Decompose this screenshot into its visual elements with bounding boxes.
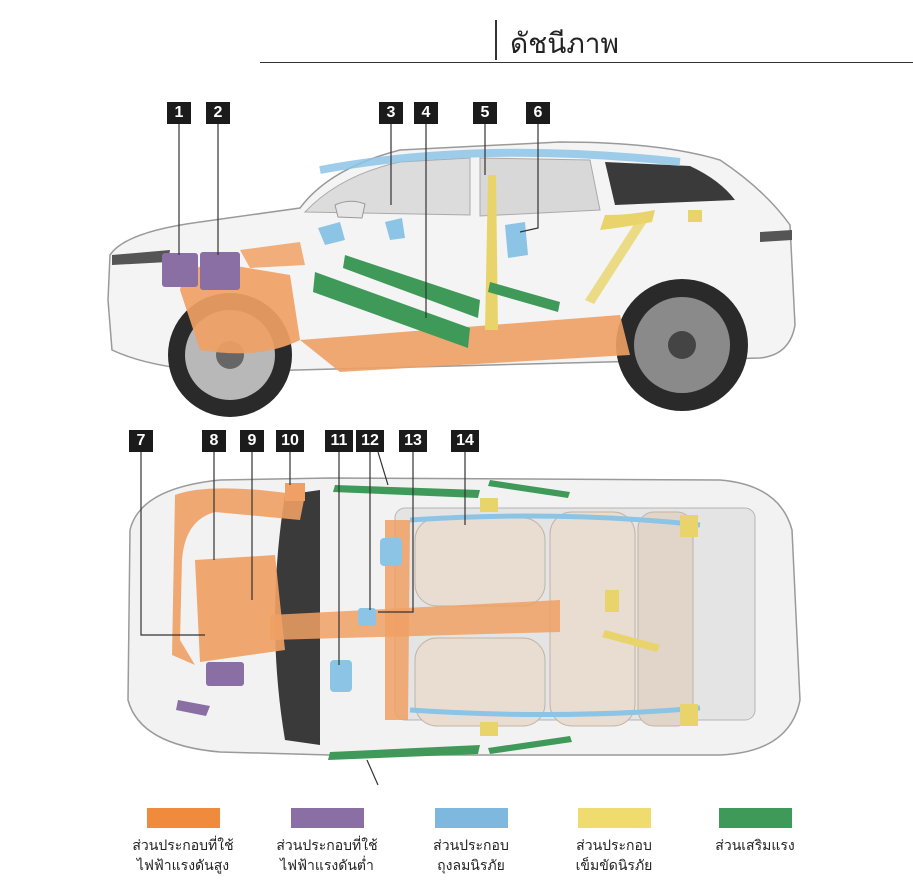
legend-high-voltage: ส่วนประกอบที่ใช้ ไฟฟ้าแรงดันสูง xyxy=(108,808,258,876)
callout-6: 6 xyxy=(526,102,550,124)
page-title: ดัชนีภาพ xyxy=(510,27,619,60)
legend-swatch xyxy=(434,808,508,828)
top-view-car xyxy=(127,477,801,760)
title-divider xyxy=(495,20,497,60)
legend-swatch xyxy=(146,808,220,828)
callout-14: 14 xyxy=(451,430,479,452)
legend-swatch xyxy=(290,808,364,828)
leader-lines xyxy=(140,124,539,786)
callout-12: 12 xyxy=(356,430,384,452)
callout-4: 4 xyxy=(414,102,438,124)
callout-2: 2 xyxy=(206,102,230,124)
title-underline xyxy=(260,62,913,63)
callout-13: 13 xyxy=(399,430,427,452)
callout-7: 7 xyxy=(129,430,153,452)
callout-11: 11 xyxy=(325,430,353,452)
legend-label: ส่วนประกอบ ถุงลมนิรภัย xyxy=(433,838,509,874)
title-area: ดัชนีภาพ xyxy=(260,18,913,63)
side-view-car xyxy=(107,141,796,417)
callout-8: 8 xyxy=(202,430,226,452)
legend-swatch xyxy=(718,808,792,828)
legend-airbag: ส่วนประกอบ ถุงลมนิรภัย xyxy=(396,808,546,876)
legend-low-voltage: ส่วนประกอบที่ใช้ ไฟฟ้าแรงดันต่ำ xyxy=(252,808,402,876)
legend-reinforcement: ส่วนเสริมแรง xyxy=(680,808,830,856)
legend-seatbelt: ส่วนประกอบ เข็มขัดนิรภัย xyxy=(539,808,689,876)
callout-3: 3 xyxy=(379,102,403,124)
legend-label: ส่วนประกอบที่ใช้ ไฟฟ้าแรงดันสูง xyxy=(132,838,234,874)
callout-5: 5 xyxy=(473,102,497,124)
legend-label: ส่วนประกอบ เข็มขัดนิรภัย xyxy=(575,838,653,874)
callout-10: 10 xyxy=(276,430,304,452)
legend-label: ส่วนประกอบที่ใช้ ไฟฟ้าแรงดันต่ำ xyxy=(276,838,378,874)
callout-9: 9 xyxy=(240,430,264,452)
legend-label: ส่วนเสริมแรง xyxy=(715,838,795,854)
callout-1: 1 xyxy=(167,102,191,124)
legend-swatch xyxy=(577,808,651,828)
